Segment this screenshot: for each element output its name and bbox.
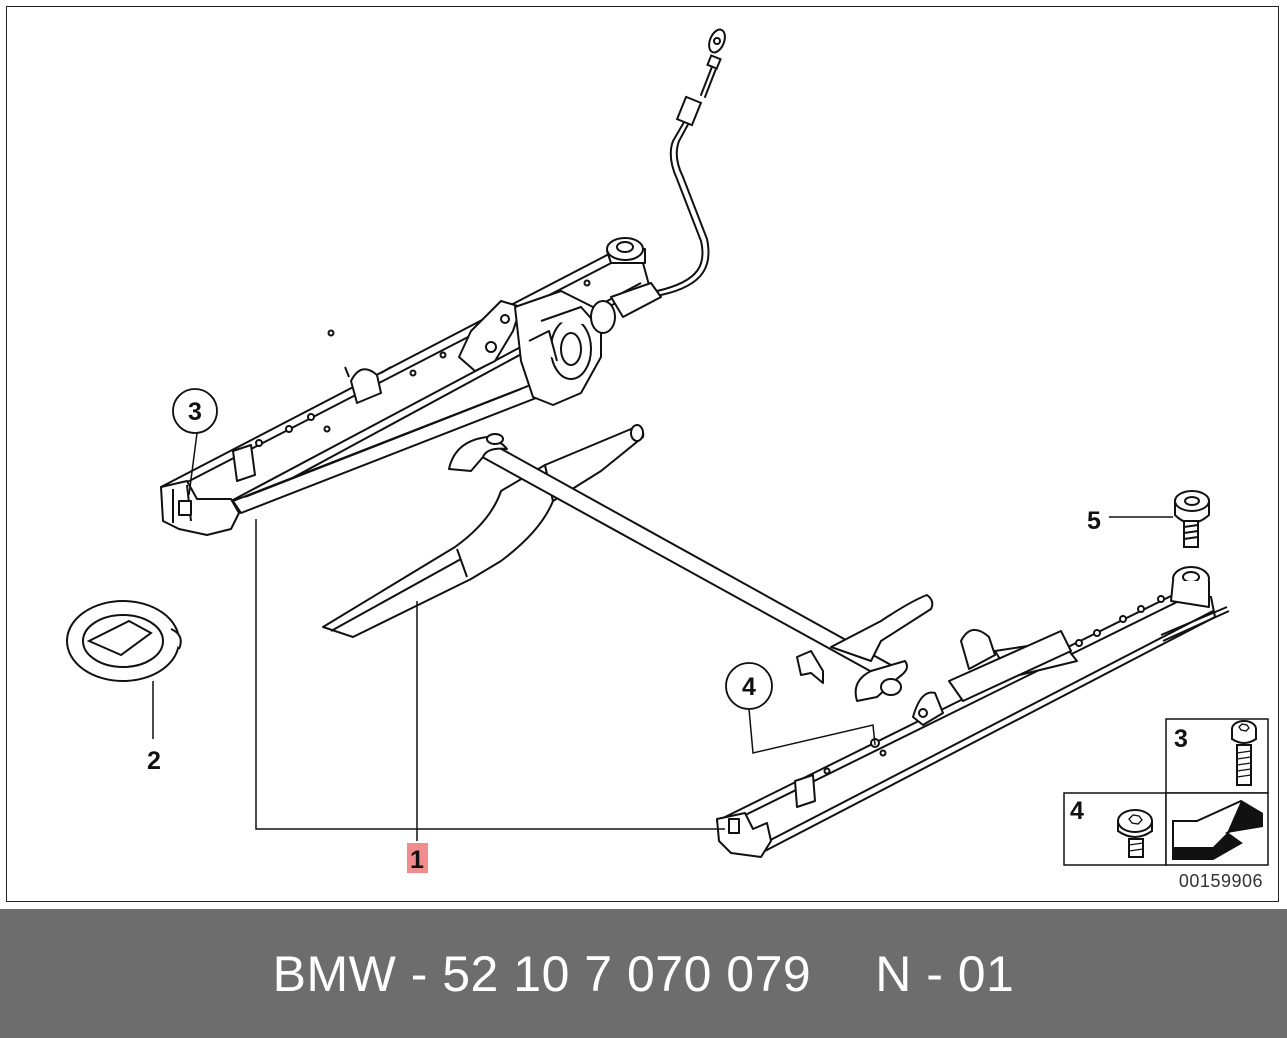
callout-2-label: 2 xyxy=(147,747,161,775)
inset-item-3: 3 xyxy=(1174,720,1257,786)
callout-1: 1 xyxy=(407,843,428,874)
callout-5-label: 5 xyxy=(1087,507,1101,535)
callout-4-circle xyxy=(725,662,773,710)
callout-3: 3 xyxy=(172,388,218,434)
footer-bar: BMW - 52 10 7 070 079 N - 01 xyxy=(0,909,1287,1038)
inset-item-4: 4 xyxy=(1070,797,1153,858)
callout-3-circle xyxy=(172,388,218,434)
inset-item-3-label: 3 xyxy=(1174,725,1188,753)
parts-diagram: 1 2 3 4 5 3 4 xyxy=(66,28,1269,891)
callout-1-label: 1 xyxy=(410,846,424,874)
callout-5: 5 xyxy=(1087,507,1101,535)
variant-code: N - 01 xyxy=(875,945,1015,1002)
hex-bolt xyxy=(1174,490,1210,548)
cross-tube-assembly xyxy=(322,424,934,702)
callout-4: 4 xyxy=(725,662,773,710)
diagram-frame: 1 2 3 4 5 3 4 xyxy=(6,6,1279,902)
callout-1-highlight xyxy=(407,843,428,873)
direction-arrow-icon xyxy=(1172,799,1263,860)
callout-4-label: 4 xyxy=(742,673,756,701)
left-seat-rail xyxy=(160,237,662,536)
inset-bolt-3-icon xyxy=(1231,720,1257,786)
callout-3-label: 3 xyxy=(188,398,202,426)
inset-item-4-label: 4 xyxy=(1070,797,1084,825)
part-number: BMW - 52 10 7 070 079 xyxy=(272,945,812,1002)
callout-2: 2 xyxy=(147,747,161,775)
cover-cap xyxy=(66,600,182,682)
right-seat-rail xyxy=(716,566,1230,858)
leader-lines xyxy=(152,432,1173,841)
control-cable xyxy=(656,28,726,296)
diagram-reference-number: 00159906 xyxy=(1179,871,1263,891)
inset-bolt-4-icon xyxy=(1117,809,1153,858)
